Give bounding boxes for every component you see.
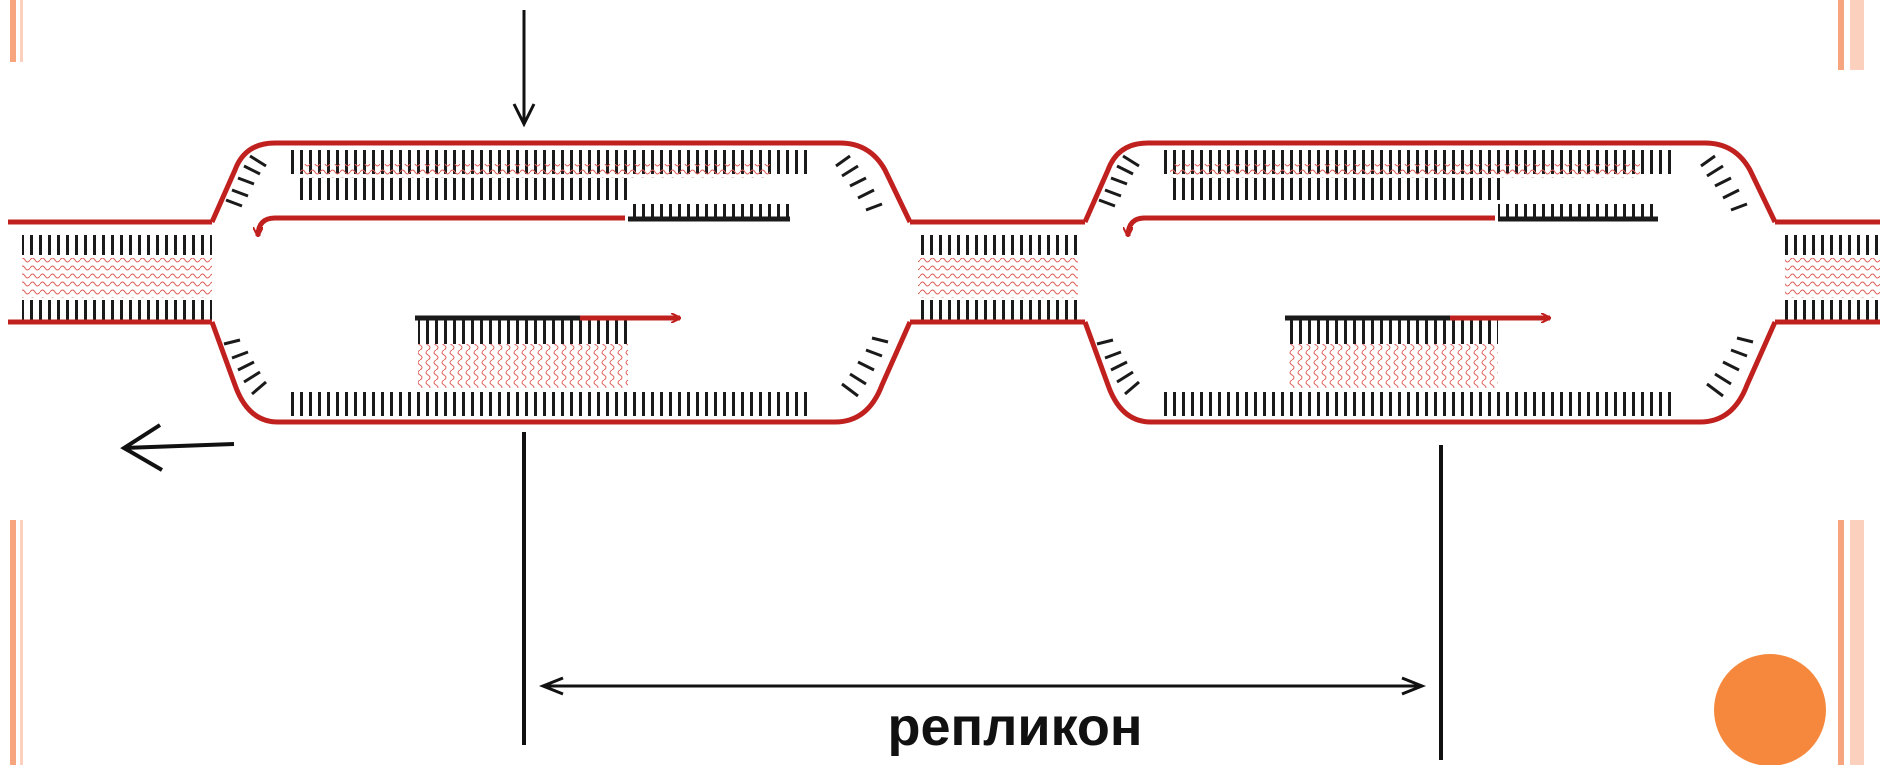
duplex-segment-right	[1775, 222, 1880, 322]
duplex-segment-left	[8, 222, 212, 322]
slide-bullet	[1714, 654, 1826, 765]
replicon-span-arrow	[543, 678, 1422, 694]
replication-bubble-1	[212, 143, 910, 422]
replication-bubble-2	[1085, 143, 1775, 422]
duplex-segment-middle	[910, 222, 1085, 322]
direction-arrow	[124, 425, 234, 470]
replicon-label: репликон	[880, 700, 1150, 754]
origin-arrow	[514, 10, 534, 124]
